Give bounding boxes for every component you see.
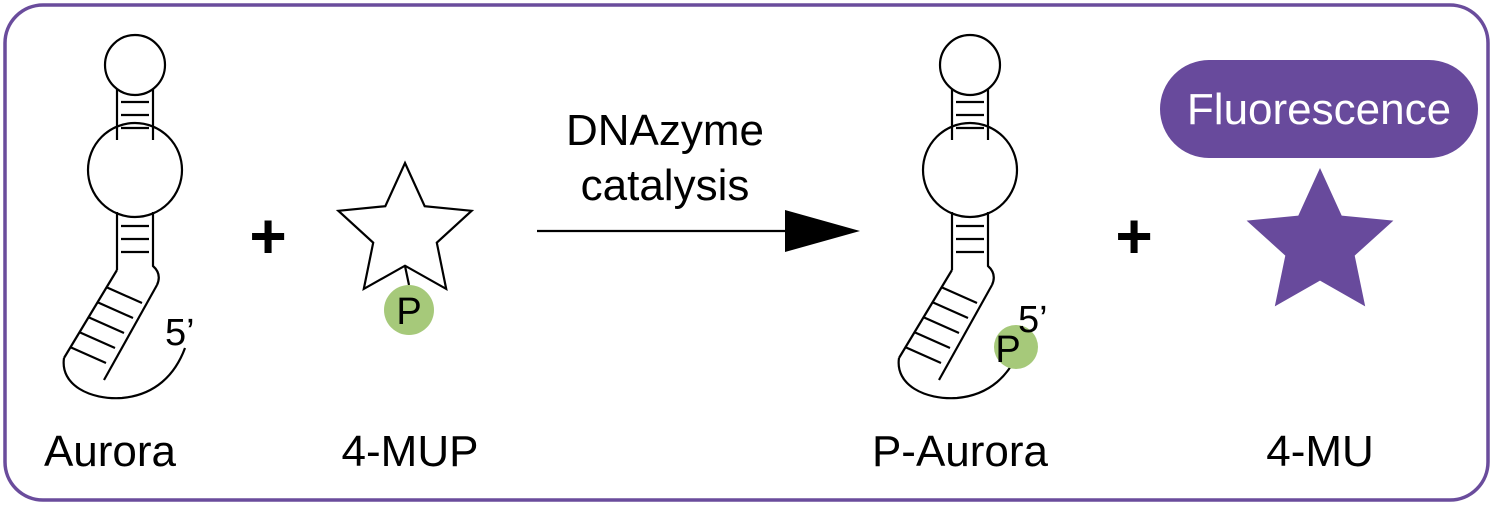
phosphate-circle-icon <box>384 285 434 335</box>
arrow-label-line1: DNAzyme <box>566 106 764 155</box>
mu-label: 4-MU <box>1266 427 1374 476</box>
fluorescence-label: Fluorescence <box>1187 85 1451 134</box>
phosphate-label-mup: P <box>396 291 421 333</box>
phosphate-circle-icon <box>994 325 1038 369</box>
aurora-label: Aurora <box>44 427 177 476</box>
arrow-right-icon <box>537 210 860 252</box>
fluorescence-badge <box>1160 60 1478 158</box>
arrow-label-line2: catalysis <box>581 161 750 210</box>
plus-icon: + <box>249 200 286 272</box>
five-prime-label-p-aurora: 5’ <box>1018 299 1048 341</box>
frame-border <box>3 3 1490 502</box>
phosphate-label-p-aurora: P <box>995 329 1020 371</box>
five-prime-label-aurora: 5’ <box>165 312 195 354</box>
mup-label: 4-MUP <box>342 427 479 476</box>
plus-icon: + <box>1115 200 1152 272</box>
star-filled-icon <box>1246 168 1394 307</box>
star-outline-icon <box>335 160 475 292</box>
p-aurora-label: P-Aurora <box>872 427 1049 476</box>
